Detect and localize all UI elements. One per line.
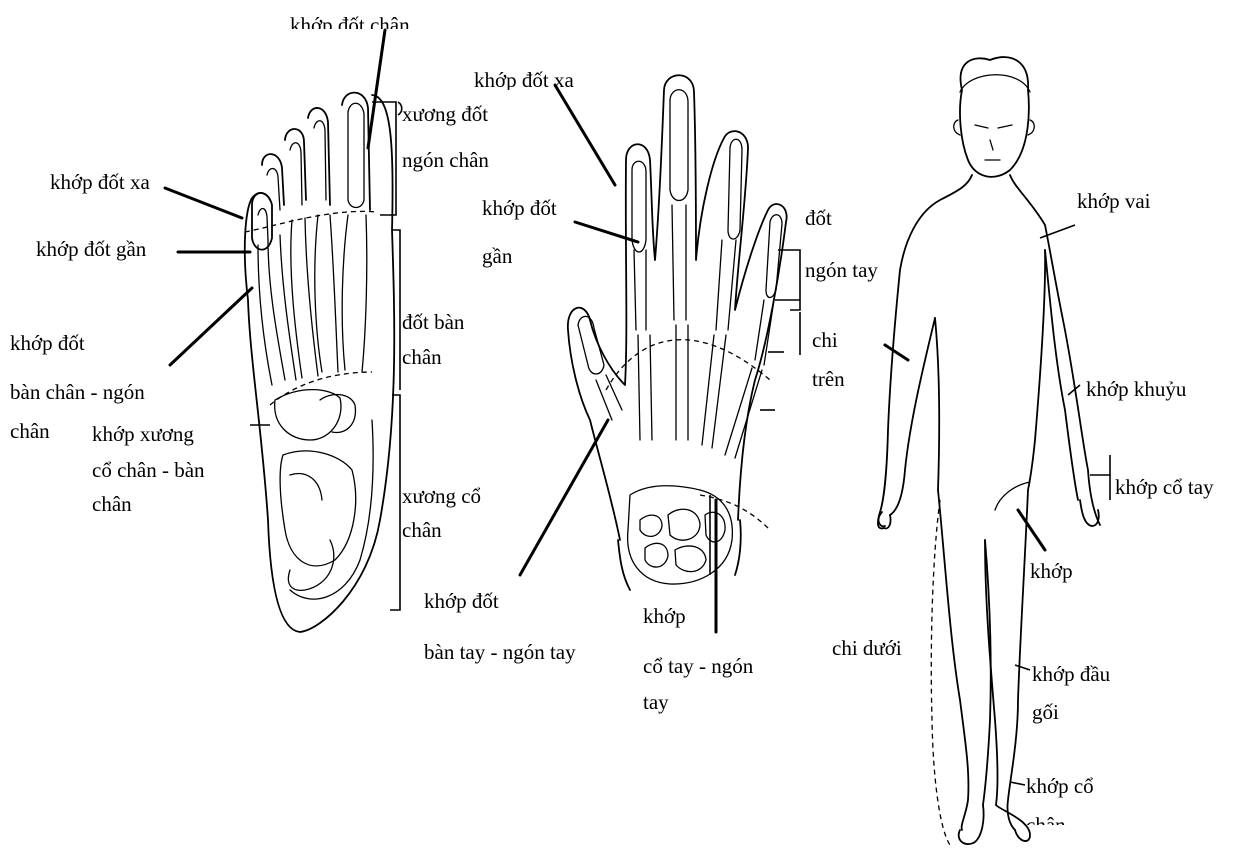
label-finger-phalanx-line1: đốt — [805, 206, 832, 230]
label-mtp-joint-line3: chân — [10, 419, 50, 443]
label-cmc-joint-line3: tay — [643, 690, 669, 714]
label-upper-limb-line1: chi — [812, 328, 838, 352]
label-knee-joint-line2: gối — [1032, 700, 1059, 724]
label-cmc-joint-line2: cổ tay - ngón — [643, 654, 753, 678]
label-hip-joint: khớp — [1030, 559, 1073, 583]
label-tarsal-line2: chân — [402, 518, 442, 542]
label-mtp-joint-line2: bàn chân - ngón — [10, 380, 145, 404]
label-elbow-joint: khớp khuỷu — [1086, 377, 1186, 401]
label-upper-limb-line2: trên — [812, 367, 845, 391]
label-tarsal-line1: xương cổ — [402, 484, 481, 508]
label-tarsometatarsal-line1: khớp xương — [92, 422, 194, 446]
label-ankle-joint-line1: khớp cổ — [1026, 774, 1094, 798]
label-mcp-joint-line1: khớp đốt — [424, 589, 499, 613]
label-foot-proximal-joint: khớp đốt gần — [36, 237, 146, 261]
label-shoulder-joint: khớp vai — [1077, 189, 1151, 213]
label-metatarsal-line2: chân — [402, 345, 442, 369]
label-wrist-joint: khớp cổ tay — [1115, 475, 1214, 499]
label-metatarsal-line1: đốt bàn — [402, 310, 464, 334]
label-foot-distal-joint: khớp đốt xa — [50, 170, 150, 194]
label-knee-joint-line1: khớp đầu — [1032, 662, 1110, 686]
label-hand-proximal-joint-line1: khớp đốt — [482, 196, 557, 220]
label-hand-proximal-joint-line2: gần — [482, 244, 512, 268]
foot-skeleton-drawing — [245, 93, 394, 632]
hand-skeleton-drawing — [568, 75, 787, 590]
label-lower-limb: chi dưới — [832, 636, 902, 660]
label-mcp-joint-line2: bàn tay - ngón tay — [424, 640, 576, 664]
label-toe-phalanx-bone: xương đốt — [402, 102, 488, 126]
label-tarsometatarsal-line2: cổ chân - bàn — [92, 458, 205, 482]
label-toe-joint: khớp đốt chân — [290, 13, 410, 29]
label-tarsometatarsal-line3: chân — [92, 492, 132, 516]
label-cmc-joint-line1: khớp — [643, 604, 686, 628]
label-toe-phalanx-toe: ngón chân — [402, 148, 489, 178]
human-body-drawing — [878, 57, 1100, 845]
label-mtp-joint-line1: khớp đốt — [10, 331, 85, 355]
label-hand-distal-joint: khớp đốt xa — [474, 68, 574, 90]
label-finger-phalanx-line2: ngón tay — [805, 258, 878, 282]
label-ankle-joint-line2: chân — [1026, 813, 1066, 825]
